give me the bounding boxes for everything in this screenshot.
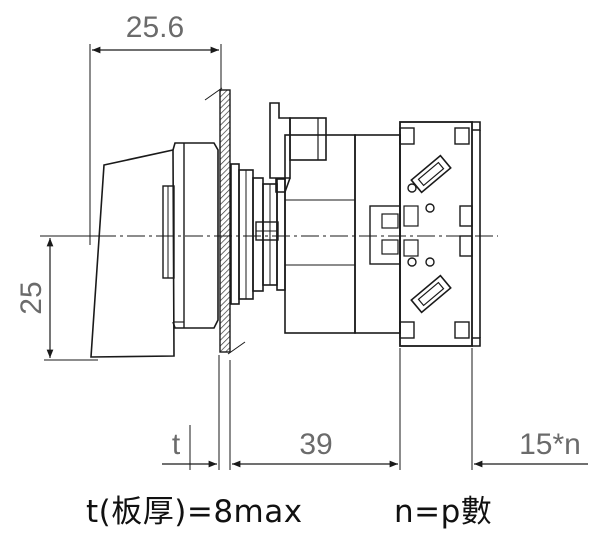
dimension-thickness-label: t bbox=[172, 428, 181, 461]
switch-body bbox=[284, 134, 401, 334]
dimension-overall-length: 25.6 bbox=[89, 11, 222, 245]
dimension-bottom-chain: t 39 15*n bbox=[162, 348, 588, 470]
dimension-height: 25 bbox=[15, 235, 100, 361]
thickness-note: t(板厚)=8max bbox=[86, 494, 303, 530]
dimension-block-length-label: 15*n bbox=[519, 428, 581, 461]
contact-block bbox=[399, 121, 481, 347]
panel-plate bbox=[204, 87, 246, 355]
dimension-height-label: 25 bbox=[15, 281, 48, 314]
button-cap bbox=[90, 142, 219, 358]
dimension-body-length-label: 39 bbox=[299, 428, 332, 461]
dimension-overall-length-label: 25.6 bbox=[126, 11, 184, 44]
latch-lever bbox=[269, 102, 327, 193]
count-note: n=p數 bbox=[394, 494, 493, 530]
mounting-nut bbox=[230, 163, 286, 305]
